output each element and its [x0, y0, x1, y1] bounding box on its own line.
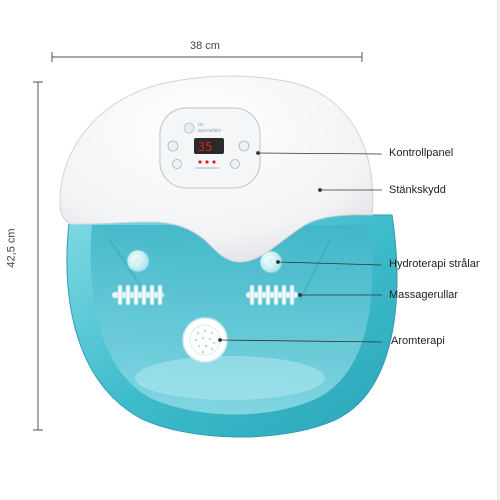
- foot-basin: [66, 214, 398, 438]
- power-button[interactable]: [167, 140, 179, 152]
- temperature-display: 35: [198, 140, 212, 154]
- massage-roller-right: [245, 284, 299, 306]
- callout-splash-guard: Stänkskydd: [389, 184, 446, 196]
- control-panel: rio specialists 35: [159, 107, 261, 189]
- callout-control-panel: Kontrollpanel: [389, 147, 454, 159]
- hydro-jet-left: [126, 249, 150, 273]
- mode-button-right[interactable]: [230, 159, 240, 169]
- heat-button[interactable]: [238, 140, 250, 152]
- massage-roller-left: [111, 284, 165, 306]
- indicator-led: [198, 160, 202, 164]
- width-dimension-label: 38 cm: [190, 40, 220, 52]
- callout-aromatherapy: Aromterapi: [391, 335, 445, 347]
- height-dimension-line: [33, 81, 43, 431]
- svg-text:specialists: specialists: [198, 128, 222, 134]
- callout-lines: [218, 151, 383, 343]
- aromatherapy-diffuser: [182, 317, 228, 363]
- image-right-edge: [497, 0, 500, 500]
- hydro-jet-right: [259, 250, 283, 274]
- indicator-led: [205, 160, 209, 164]
- brand-logo-text: rio: [198, 122, 204, 128]
- callout-massage-rollers: Massagerullar: [389, 289, 459, 301]
- width-dimension-line: [51, 52, 363, 62]
- callout-hydro-jets: Hydroterapi strålar: [389, 258, 480, 270]
- height-dimension-label: 42,5 cm: [5, 228, 18, 268]
- indicator-led: [212, 160, 216, 164]
- mode-button-left[interactable]: [172, 159, 182, 169]
